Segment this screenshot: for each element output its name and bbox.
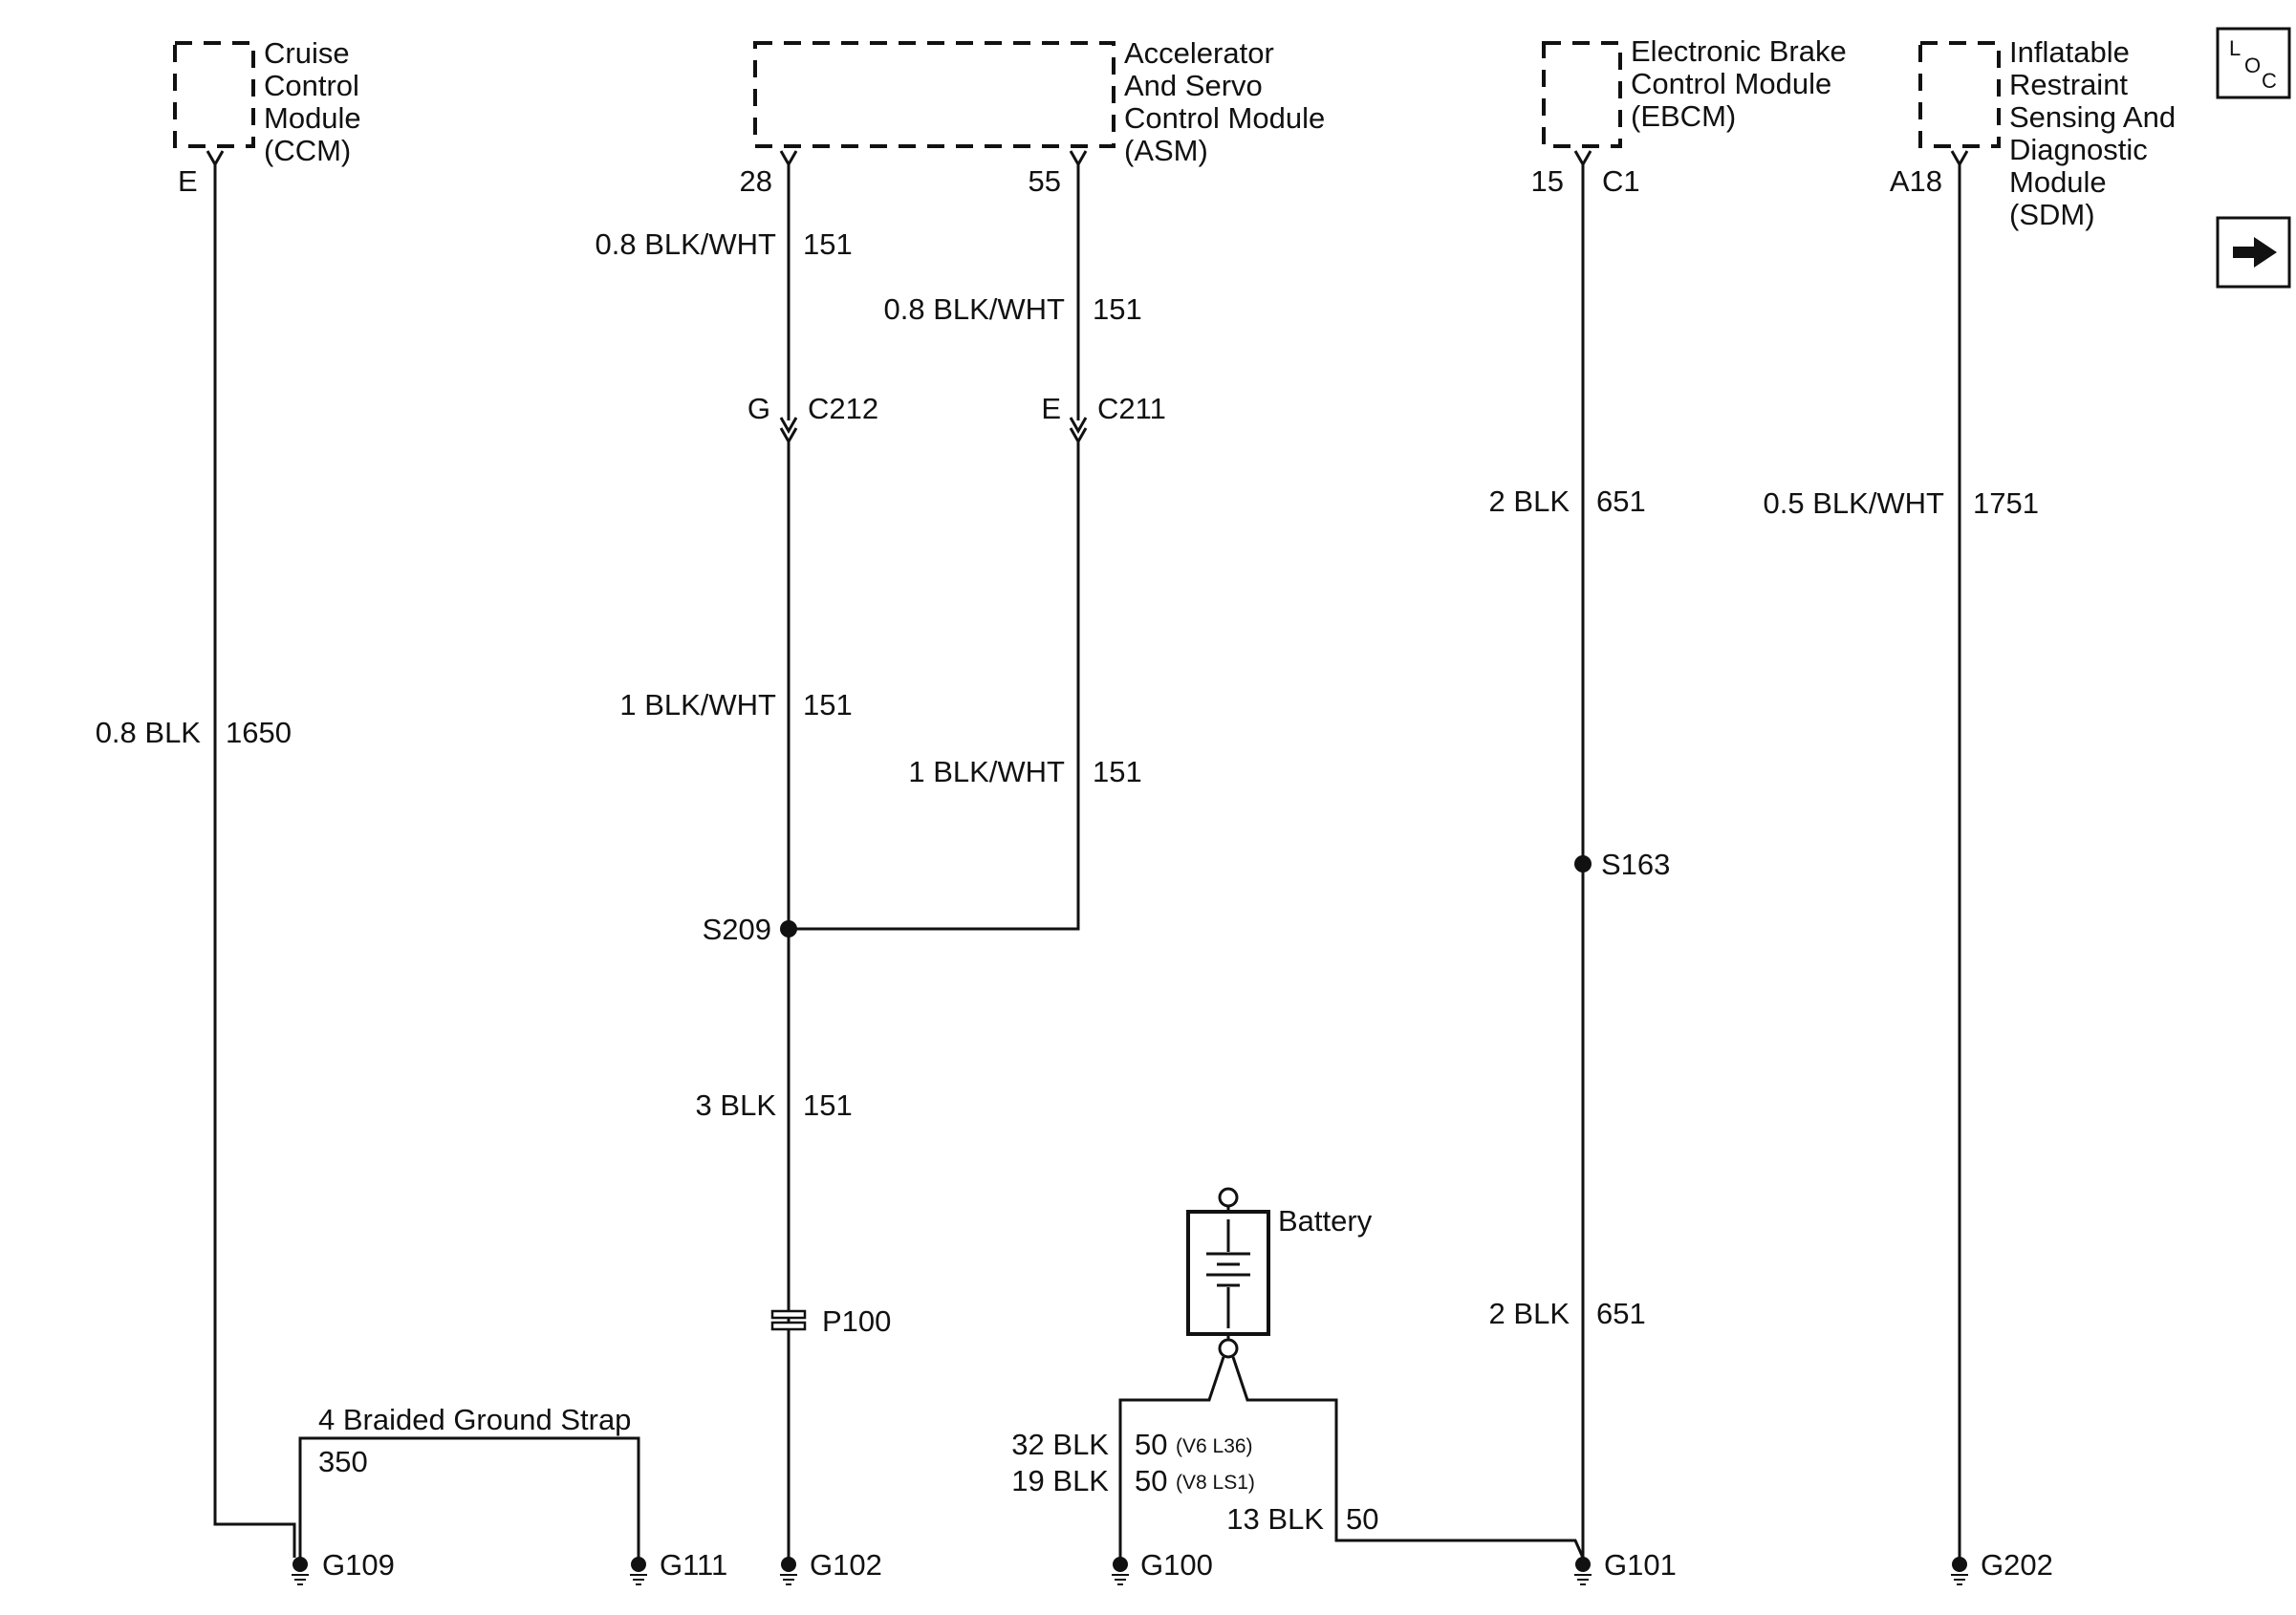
g101-label: G101: [1604, 1548, 1677, 1582]
splice-s163: [1574, 855, 1592, 872]
ebcm-label-line1: Electronic Brake: [1631, 34, 1847, 68]
ground-g109: [291, 1557, 310, 1585]
sdm-label-line1: Inflatable: [2009, 35, 2130, 69]
ebcm-upper-gauge: 2 BLK: [1489, 484, 1570, 518]
ebcm-module: Electronic Brake Control Module (EBCM) 1…: [1531, 34, 1847, 198]
sdm-label-line3: Sensing And: [2009, 100, 2176, 134]
asm-label-line4: (ASM): [1124, 134, 1208, 167]
svg-text:C: C: [2262, 69, 2277, 93]
g111-label: G111: [660, 1548, 727, 1582]
ccm-label-line3: Module: [264, 101, 361, 135]
wire-battery-g101: [1231, 1356, 1585, 1559]
batt-v6-circuit: 50: [1135, 1428, 1167, 1461]
ground-g100: [1111, 1557, 1130, 1585]
sdm-gauge: 0.5 BLK/WHT: [1764, 486, 1945, 520]
g109-label: G109: [322, 1548, 395, 1582]
batt-v8-gauge: 19 BLK: [1011, 1464, 1109, 1497]
sdm-label-line6: (SDM): [2009, 198, 2095, 231]
wire-battery-g100: [1118, 1356, 1225, 1558]
c211-pin: E: [1041, 392, 1061, 425]
ebcm-pin: 15: [1531, 164, 1564, 198]
wire-asm55-lower: [789, 441, 1080, 931]
component-locator-button[interactable]: L O C: [2216, 27, 2291, 99]
sdm-pin: A18: [1890, 164, 1942, 198]
ebcm-upper-circuit: 651: [1596, 484, 1646, 518]
asm28-lower-gauge: 1 BLK/WHT: [619, 688, 776, 721]
s209-out-circuit: 151: [803, 1088, 853, 1122]
s163-label: S163: [1601, 848, 1670, 881]
c211-label: C211: [1097, 392, 1166, 425]
strap-gauge: 4 Braided Ground Strap: [318, 1403, 631, 1436]
c212-label: C212: [808, 392, 878, 425]
asm-pin-28: 28: [740, 164, 772, 198]
ccm-wire-circuit: 1650: [226, 716, 292, 749]
pass-through-p100: [770, 1309, 807, 1331]
asm28-upper-gauge: 0.8 BLK/WHT: [596, 227, 777, 261]
asm-module: Accelerator And Servo Control Module (AS…: [740, 36, 1326, 198]
asm-label-line1: Accelerator: [1124, 36, 1274, 70]
asm55-upper-circuit: 151: [1093, 292, 1142, 326]
sdm-circuit: 1751: [1973, 486, 2039, 520]
batt-g101-circuit: 50: [1346, 1502, 1378, 1536]
svg-text:O: O: [2244, 54, 2261, 77]
ccm-label-line2: Control: [264, 69, 359, 102]
batt-v8-circuit: 50: [1135, 1464, 1167, 1497]
p100-label: P100: [822, 1304, 891, 1338]
asm55-lower-circuit: 151: [1093, 755, 1142, 788]
ccm-label-line4: (CCM): [264, 134, 351, 167]
sdm-label-line2: Restraint: [2009, 68, 2128, 101]
asm55-lower-gauge: 1 BLK/WHT: [908, 755, 1065, 788]
ground-g101: [1573, 1557, 1592, 1585]
ebcm-lower-circuit: 651: [1596, 1297, 1646, 1330]
batt-g101-gauge: 13 BLK: [1226, 1502, 1324, 1536]
ccm-wire-gauge: 0.8 BLK: [96, 716, 202, 749]
batt-v6-gauge: 32 BLK: [1011, 1428, 1109, 1461]
sdm-label-line5: Module: [2009, 165, 2107, 199]
g100-label: G100: [1140, 1548, 1213, 1582]
batt-v8-note: (V8 LS1): [1176, 1472, 1255, 1494]
ground-g202: [1950, 1557, 1969, 1585]
right-arrow-icon: [2233, 237, 2277, 268]
ebcm-label-line3: (EBCM): [1631, 99, 1736, 133]
sdm-label-line4: Diagnostic: [2009, 133, 2148, 166]
wire-ccm-1650: [213, 164, 296, 1558]
ebcm-label-line2: Control Module: [1631, 67, 1831, 100]
next-page-button[interactable]: [2216, 216, 2291, 289]
s209-label: S209: [703, 913, 771, 946]
strap-circuit: 350: [318, 1445, 368, 1478]
c212-pin: G: [747, 392, 770, 425]
asm55-upper-gauge: 0.8 BLK/WHT: [884, 292, 1066, 326]
ccm-label-line1: Cruise: [264, 36, 350, 70]
battery-label: Battery: [1278, 1204, 1373, 1238]
ebcm-connector: C1: [1602, 164, 1640, 198]
braided-ground-strap: [298, 1436, 640, 1558]
batt-v6-note: (V6 L36): [1176, 1435, 1253, 1457]
asm-pin-55: 55: [1029, 164, 1061, 198]
sdm-module: Inflatable Restraint Sensing And Diagnos…: [1890, 35, 2176, 231]
asm28-lower-circuit: 151: [803, 688, 853, 721]
ground-g102: [779, 1557, 798, 1585]
ccm-pin: E: [178, 164, 198, 198]
g202-label: G202: [1981, 1548, 2053, 1582]
asm-label-line3: Control Module: [1124, 101, 1325, 135]
battery-symbol: [1186, 1187, 1270, 1359]
svg-text:L: L: [2229, 36, 2241, 60]
ccm-module: Cruise Control Module (CCM) E: [173, 36, 361, 198]
ebcm-lower-gauge: 2 BLK: [1489, 1297, 1570, 1330]
asm-label-line2: And Servo: [1124, 69, 1263, 102]
s209-out-gauge: 3 BLK: [696, 1088, 777, 1122]
component-locator-icon: L O C: [2229, 36, 2277, 93]
asm28-upper-circuit: 151: [803, 227, 853, 261]
g102-label: G102: [810, 1548, 882, 1582]
ground-g111: [629, 1557, 648, 1585]
